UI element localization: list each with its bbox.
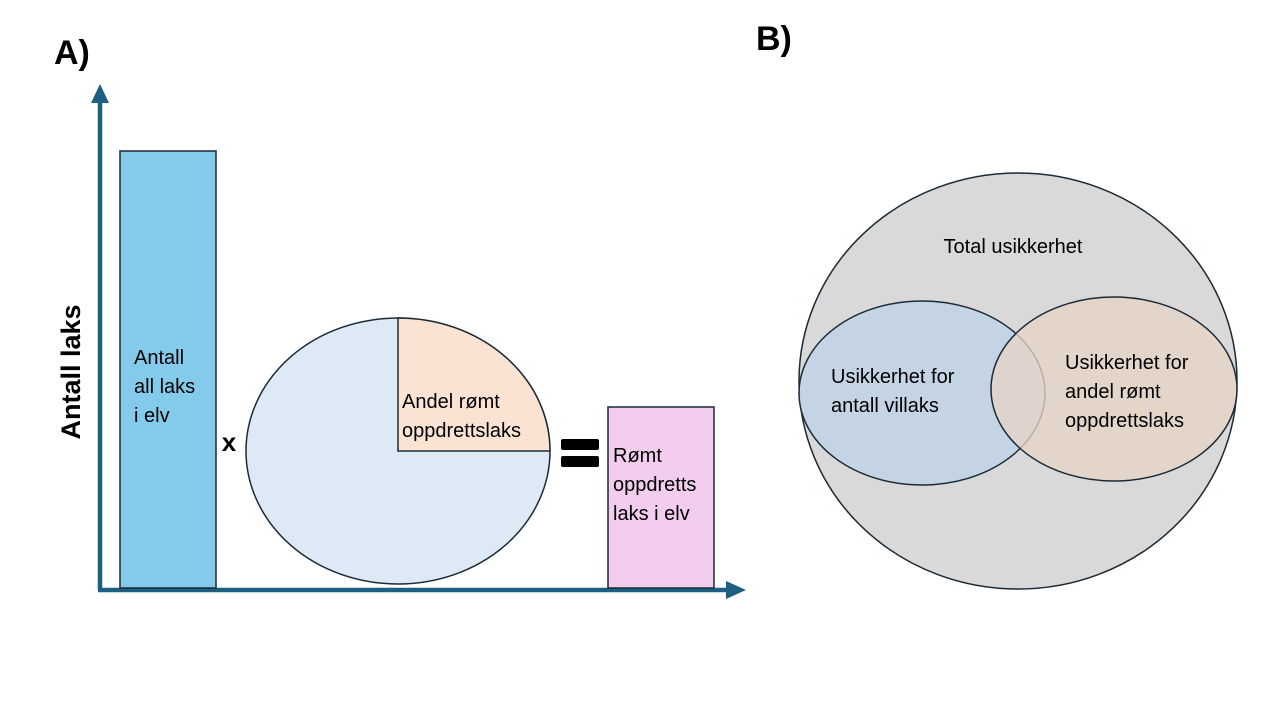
- bar-escaped-salmon: Rømt oppdretts laks i elv: [607, 406, 715, 589]
- bar-result-line-1: Rømt: [613, 445, 662, 467]
- left-set-line-1: Usikkerhet for: [831, 366, 955, 388]
- bar-total-line-1: Antall: [134, 347, 184, 369]
- bar-result-line-2: oppdretts: [613, 474, 696, 496]
- total-uncertainty-label: Total usikkerhet: [944, 236, 1083, 258]
- bar-total-text: Antall all laks i elv: [134, 347, 201, 427]
- bar-result-rect: [607, 406, 715, 589]
- right-set-line-2: andel rømt: [1065, 381, 1161, 403]
- bar-total-salmon: Antall all laks i elv: [119, 150, 217, 589]
- bar-result-line-3: laks i elv: [613, 503, 690, 525]
- escaped-farmed-uncertainty-set: [990, 296, 1238, 482]
- bar-result-text: Rømt oppdretts laks i elv: [613, 445, 702, 525]
- right-set-line-1: Usikkerhet for: [1065, 352, 1189, 374]
- equals-bar-top: [561, 439, 599, 450]
- equals-bar-bottom: [561, 456, 599, 467]
- axes: [91, 84, 746, 599]
- panel-b: B) Total usikkerhet Usikkerhet for antal…: [756, 20, 1238, 590]
- bar-total-rect: [119, 150, 217, 589]
- bar-total-line-2: all laks: [134, 376, 195, 398]
- panel-b-label: B): [756, 20, 792, 58]
- pie-share-slice: [397, 317, 551, 452]
- right-set-line-3: oppdrettslaks: [1065, 410, 1184, 432]
- multiply-sign: x: [222, 427, 237, 457]
- panel-a: A) Antall laks Antall all laks i elv x A…: [54, 34, 746, 599]
- equals-sign: =: [561, 439, 599, 467]
- escaped-farmed-uncertainty-text: Usikkerhet for andel rømt oppdrettslaks: [1065, 352, 1194, 432]
- y-axis-arrowhead: [91, 84, 109, 103]
- x-axis-arrowhead: [726, 581, 746, 599]
- y-axis-label: Antall laks: [56, 304, 86, 439]
- pie-share-line-2: oppdrettslaks: [402, 420, 521, 442]
- bar-total-line-3: i elv: [134, 405, 170, 427]
- pie-share-line-1: Andel rømt: [402, 391, 500, 413]
- left-set-line-2: antall villaks: [831, 395, 939, 417]
- wild-salmon-uncertainty-text: Usikkerhet for antall villaks: [831, 366, 960, 417]
- pie-share: Andel rømt oppdrettslaks: [245, 317, 551, 585]
- panel-a-label: A): [54, 34, 90, 72]
- pie-share-text: Andel rømt oppdrettslaks: [402, 391, 521, 442]
